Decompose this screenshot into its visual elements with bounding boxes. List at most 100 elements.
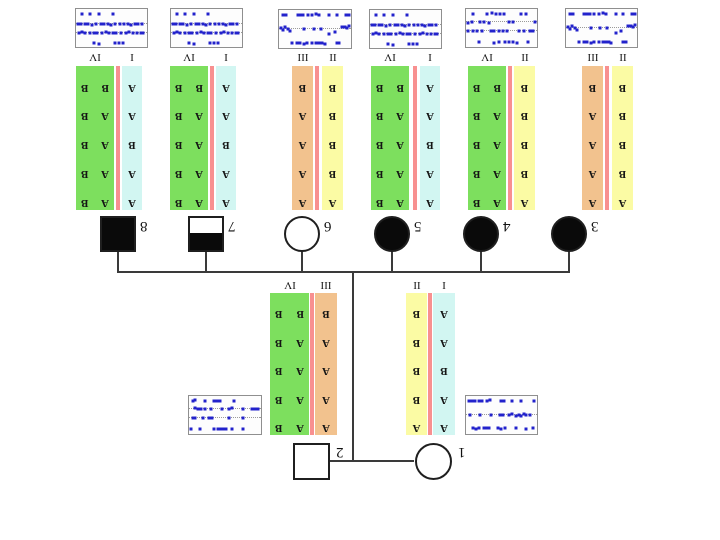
- allele-letter: A: [128, 168, 136, 181]
- plot-dot: [83, 31, 87, 35]
- individual-1-number: 1: [458, 444, 466, 460]
- plot-dot: [482, 426, 486, 430]
- allele-letter: A: [298, 168, 307, 181]
- allele-letter: B: [588, 81, 597, 94]
- sibling-drop-line-3: [391, 251, 393, 272]
- plot-dot: [480, 399, 484, 403]
- plot-dot: [507, 413, 511, 417]
- allele-letter: A: [298, 110, 307, 123]
- plot-dot: [197, 22, 201, 26]
- plot-dot: [337, 41, 341, 45]
- plot-dot: [222, 30, 226, 34]
- plot-dot: [505, 29, 509, 33]
- allele-letter: B: [175, 110, 183, 123]
- plot-dot: [226, 31, 230, 35]
- plot-dot: [568, 12, 572, 16]
- allele-row: B: [216, 138, 236, 152]
- individual-3-number: 3: [591, 218, 599, 234]
- plot-dot: [86, 22, 90, 26]
- plot-dot: [190, 31, 194, 35]
- allele-letter: A: [128, 81, 136, 94]
- haplotype-label-I: I: [130, 51, 134, 63]
- haplotype-label-III: III: [320, 279, 332, 291]
- plot-dot: [405, 32, 409, 36]
- plot-dot: [511, 40, 515, 44]
- allele-letter: A: [195, 139, 203, 152]
- plot-dot: [592, 12, 596, 16]
- haplotype-column-I: AABAAABBAA: [216, 66, 236, 210]
- plot-dot: [614, 12, 618, 16]
- plot-dot: [470, 20, 474, 24]
- plot-dot: [201, 22, 205, 26]
- plot-dot: [514, 414, 518, 418]
- plot-dot: [99, 22, 103, 26]
- plot-dot: [492, 41, 496, 45]
- allele-letter: B: [412, 393, 421, 406]
- plot-dot: [333, 30, 337, 34]
- allele-letter: A: [322, 336, 330, 349]
- plot-dot: [471, 426, 475, 430]
- plot-dot: [386, 42, 390, 46]
- plot-dot: [597, 12, 601, 16]
- plot-dot: [400, 23, 404, 27]
- plot-dot: [531, 426, 535, 430]
- allele-letter: A: [588, 139, 597, 152]
- allele-letter: B: [81, 168, 89, 181]
- allele-letter: A: [222, 110, 230, 123]
- allele-row: B: [406, 307, 427, 321]
- haplotype-label-IV: IV: [384, 51, 396, 63]
- plot-dot: [501, 413, 505, 417]
- plot-dot: [97, 12, 101, 16]
- plot-dot: [335, 13, 339, 17]
- plot-dot: [191, 416, 195, 420]
- haplotype-label-II: II: [413, 279, 421, 291]
- haplotype-separator-stripe: [428, 293, 432, 435]
- plot-dot: [604, 12, 608, 16]
- plot-dot: [327, 32, 331, 36]
- plot-dot: [489, 413, 493, 417]
- plot-dot: [140, 22, 144, 26]
- plot-dot: [474, 427, 478, 431]
- allele-letter: B: [175, 168, 183, 181]
- allele-letter: A: [222, 196, 230, 209]
- plot-dot: [412, 23, 416, 27]
- plot-dot: [413, 32, 417, 36]
- plot-dot: [310, 13, 314, 17]
- plot-dot: [497, 40, 501, 44]
- plot-dot: [189, 427, 193, 431]
- plot-dot: [377, 23, 381, 27]
- plot-dot: [477, 399, 481, 403]
- allele-letter: B: [376, 110, 384, 123]
- plot-dot: [220, 407, 224, 411]
- plot-dot: [232, 399, 236, 403]
- allele-letter: B: [520, 110, 529, 123]
- plot-dot: [113, 41, 117, 45]
- allele-letter: A: [101, 110, 109, 123]
- allele-letter: A: [298, 196, 307, 209]
- allele-letter: B: [376, 139, 384, 152]
- plot-dot: [193, 398, 197, 402]
- plot-dot: [227, 407, 231, 411]
- plot-dot: [317, 41, 321, 45]
- individual-6-symbol-female: [284, 216, 320, 252]
- plot-dot: [507, 40, 511, 44]
- haplotype-column-I: AABAAABBAA: [433, 293, 455, 435]
- allele-row: B: [514, 109, 535, 123]
- allele-letter: B: [275, 365, 283, 378]
- individual-4-genotype-plot: [465, 8, 538, 48]
- plot-dot: [279, 26, 283, 30]
- plot-dot: [193, 406, 197, 410]
- plot-dot: [494, 12, 498, 16]
- allele-letter: A: [493, 110, 501, 123]
- individual-8-genotype-plot: [75, 8, 148, 48]
- plot-dot: [217, 22, 221, 26]
- plot-dot: [488, 398, 492, 402]
- plot-dot: [589, 41, 593, 45]
- plot-dot: [110, 23, 113, 27]
- haplotype-column-III: AAAABBAABB: [292, 66, 313, 210]
- plot-dot: [621, 40, 625, 44]
